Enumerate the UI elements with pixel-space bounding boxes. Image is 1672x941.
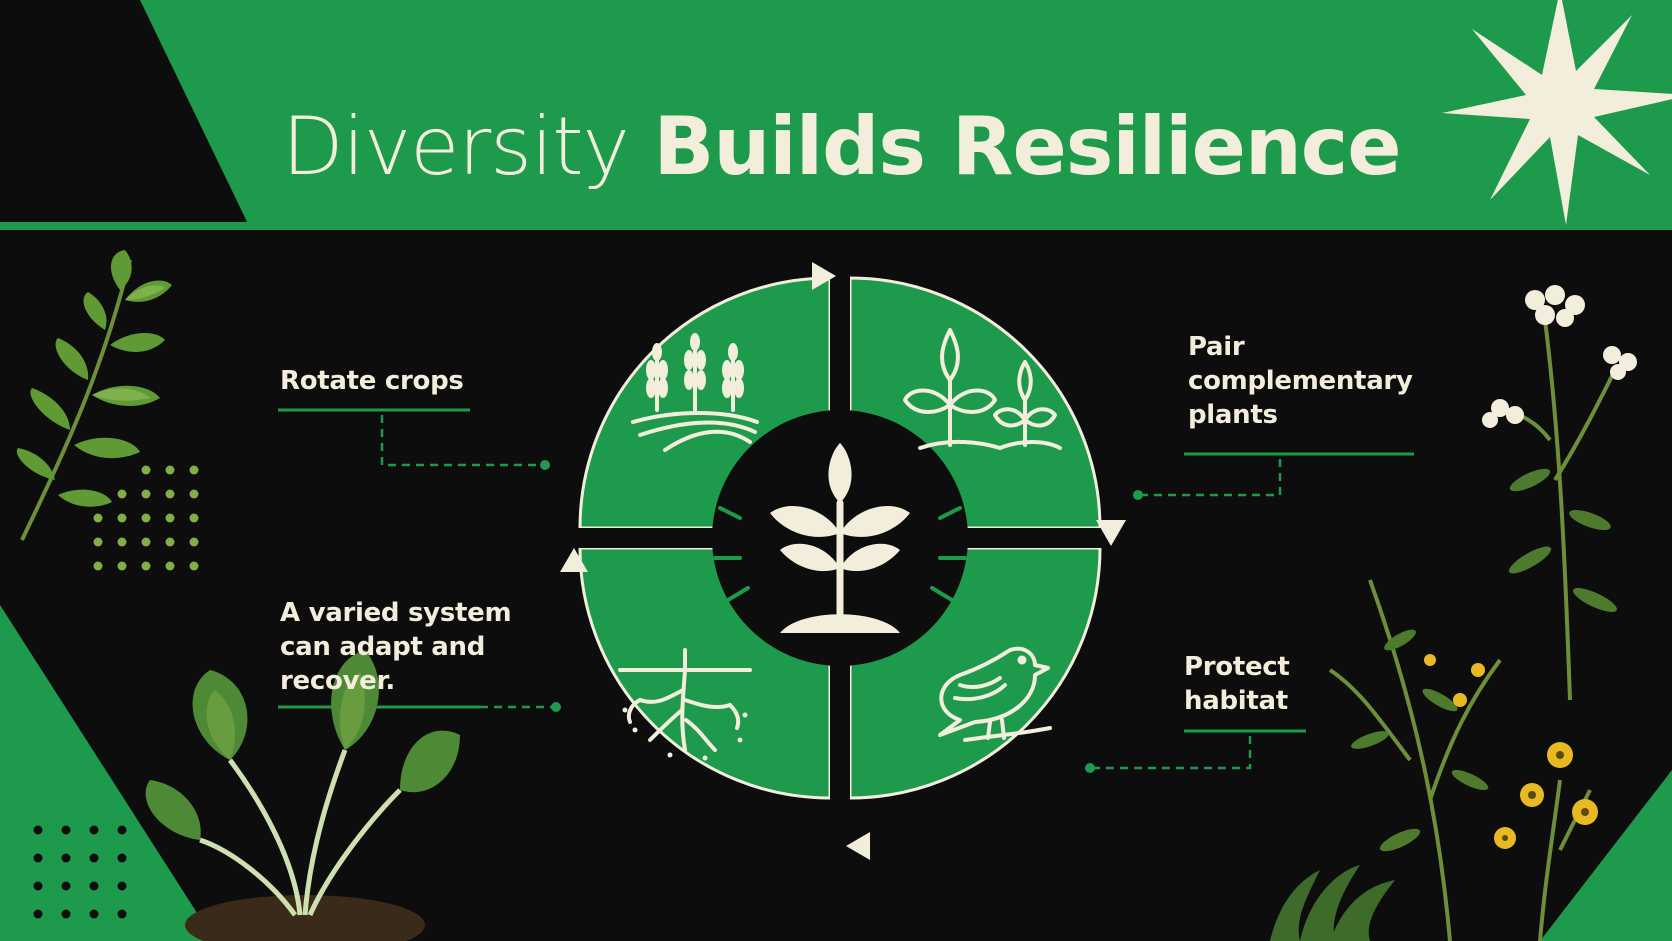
decor-dot: [61, 909, 71, 919]
decor-dot: [61, 853, 71, 863]
dot-grid-left: [93, 465, 199, 571]
decor-dot: [165, 465, 175, 475]
decor-dot: [141, 537, 151, 547]
starburst-icon: [1442, 0, 1672, 225]
decor-dot: [117, 561, 127, 571]
decor-dot: [117, 825, 127, 835]
arrow-head-right: [1096, 520, 1126, 546]
decor-dot: [141, 489, 151, 499]
decor-dot: [117, 853, 127, 863]
decor-dot: [33, 853, 43, 863]
connector-pair: [1133, 452, 1414, 500]
decor-dot: [117, 489, 127, 499]
decor-dot: [33, 909, 43, 919]
decor-dot: [165, 513, 175, 523]
seedlings-icon: [903, 328, 1062, 450]
wildflower-illustration: [1270, 285, 1637, 941]
decor-dot: [189, 513, 199, 523]
decor-dot: [117, 909, 127, 919]
label-varied-system: A varied system can adapt and recover.: [280, 598, 512, 696]
label-rotate-crops: Rotate crops: [280, 366, 464, 396]
connector-rotate: [278, 408, 550, 470]
decor-dot: [33, 881, 43, 891]
connector-varied: [278, 702, 561, 712]
decor-dot: [89, 825, 99, 835]
decor-dot: [165, 537, 175, 547]
decor-dot: [33, 825, 43, 835]
dot-grid-bottom: [33, 825, 127, 919]
decor-dot: [141, 513, 151, 523]
decor-dot: [189, 561, 199, 571]
decor-dot: [93, 513, 103, 523]
decor-dot: [93, 561, 103, 571]
decor-dot: [61, 825, 71, 835]
decor-dot: [165, 489, 175, 499]
decor-dot: [141, 561, 151, 571]
header-banner: [0, 0, 1672, 230]
bird-icon: [938, 646, 1052, 742]
decor-dot: [141, 465, 151, 475]
connector-habitat: [1085, 729, 1306, 773]
corner-triangle-left: [0, 605, 215, 941]
decor-dot: [93, 537, 103, 547]
label-pair-plants: Pair complementary plants: [1188, 332, 1413, 430]
sprout-icon: [713, 443, 967, 633]
decor-dot: [189, 465, 199, 475]
arrow-head-top: [812, 262, 836, 290]
label-protect-habitat: Protect habitat: [1184, 652, 1290, 716]
decor-dot: [89, 853, 99, 863]
roots-icon: [618, 648, 752, 761]
corner-triangle-right: [1540, 770, 1672, 941]
cycle-diagram: [556, 262, 1126, 860]
decor-dot: [117, 537, 127, 547]
chard-plant-illustration: [145, 650, 460, 941]
arrow-head-left: [560, 548, 588, 572]
decor-dot: [89, 881, 99, 891]
arrow-head-bottom: [846, 832, 870, 860]
wheat-field-icon: [631, 333, 759, 452]
leaf-branch-illustration: [16, 250, 172, 541]
decor-dot: [189, 537, 199, 547]
decor-dot: [165, 561, 175, 571]
decor-dot: [117, 881, 127, 891]
page-title: Diversity Builds Resilience: [282, 100, 1401, 193]
decor-dot: [189, 489, 199, 499]
decor-dot: [89, 909, 99, 919]
decor-dot: [61, 881, 71, 891]
decor-dot: [117, 513, 127, 523]
